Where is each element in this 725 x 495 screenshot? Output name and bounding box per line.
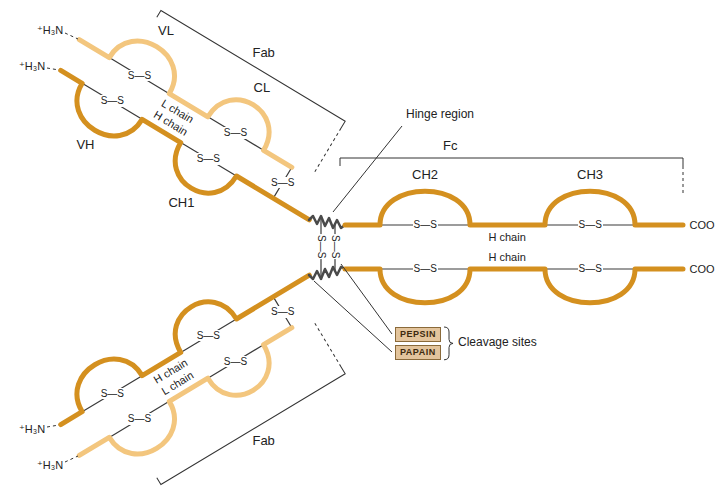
heavy-chain	[345, 269, 683, 303]
disulfide-bond: S—S	[196, 330, 221, 342]
disulfide-line	[82, 297, 292, 443]
terminus-label: COO	[690, 263, 715, 276]
disulfide-bond: S—S	[578, 219, 603, 231]
bracket-dash	[315, 128, 341, 172]
bracket-dash	[315, 323, 341, 367]
domain-label: CH3	[577, 168, 603, 183]
disulfide-bond: S—S	[127, 70, 152, 82]
heavy-chain	[43, 246, 309, 424]
light-chain	[79, 328, 309, 485]
terminus-label: ⁺H₃N	[37, 24, 63, 37]
fragment-label: Fc	[443, 139, 457, 154]
enzyme-box: PEPSIN	[395, 327, 441, 342]
enzyme-box: PAPAIN	[395, 345, 441, 360]
disulfide-bond: S—S	[270, 306, 295, 318]
domain-label: CH1	[168, 196, 194, 211]
fragment-label: Fab	[252, 434, 274, 449]
domain-label: VH	[76, 138, 94, 153]
disulfide-bond: S—S	[270, 177, 295, 189]
hinge-chain	[309, 267, 345, 279]
chain-label: H chain	[489, 231, 526, 244]
disulfide-bond: S—S	[315, 234, 327, 259]
fragment-bracket	[157, 367, 345, 485]
cleavage-leader	[314, 281, 392, 352]
region-label: Cleavage sites	[458, 336, 537, 350]
disulfide-bond: S—S	[196, 153, 221, 165]
hinge-chain	[309, 216, 345, 228]
bracket-dash	[683, 166, 684, 196]
disulfide-bond: S—S	[223, 127, 248, 139]
hinge-leader	[333, 126, 402, 212]
disulfide-line	[82, 52, 292, 198]
chain-label: H chain	[489, 251, 526, 264]
region-label: Hinge region	[406, 108, 474, 122]
domain-label: VL	[158, 24, 174, 39]
disulfide-bond: S—S	[413, 263, 438, 275]
disulfide-bond: S—S	[100, 388, 125, 400]
heavy-chain	[345, 191, 683, 225]
disulfide-bond: S—S	[413, 219, 438, 231]
disulfide-bond: S—S	[578, 263, 603, 275]
terminus-label: ⁺H₃N	[19, 60, 45, 73]
cleavage-brace	[444, 327, 453, 360]
disulfide-bond: S—S	[100, 95, 125, 107]
domain-label: CH2	[412, 168, 438, 183]
fragment-bracket	[340, 158, 683, 166]
fragment-label: Fab	[252, 46, 274, 61]
fragment-bracket	[157, 10, 345, 128]
terminus-label: ⁺H₃N	[19, 423, 45, 436]
terminus-dash	[47, 33, 78, 462]
cleavage-leader	[341, 264, 392, 334]
terminus-label: ⁺H₃N	[37, 459, 63, 472]
disulfide-bond: S—S	[127, 413, 152, 425]
disulfide-bond: S—S	[329, 234, 341, 259]
disulfide-bond: S—S	[223, 356, 248, 368]
terminus-label: COO	[690, 219, 715, 232]
domain-label: CL	[254, 81, 271, 96]
enzyme-name: PAPAIN	[400, 347, 436, 357]
heavy-chain	[43, 70, 309, 248]
light-chain	[79, 11, 309, 168]
enzyme-name: PEPSIN	[400, 329, 436, 339]
